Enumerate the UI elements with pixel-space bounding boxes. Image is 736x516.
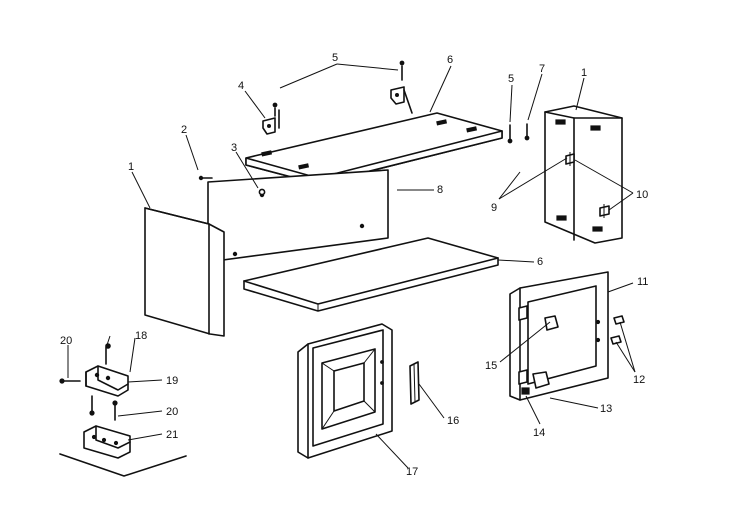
callout-18: 18: [135, 330, 147, 342]
door-pins: [610, 315, 625, 345]
callout-13: 13: [600, 403, 612, 415]
bottom-shelf: [243, 237, 499, 312]
callout-5-right: 5: [508, 73, 514, 85]
callout-21: 21: [166, 429, 178, 441]
pin-and-screw-small: [198, 175, 266, 196]
right-door: [509, 271, 609, 401]
callout-7: 7: [539, 63, 545, 75]
callout-4: 4: [238, 80, 244, 92]
shelf-brackets-top: [262, 60, 413, 135]
right-side-panel: [544, 105, 623, 244]
callout-6-bottom: 6: [537, 256, 543, 268]
right-side-screws: [507, 123, 530, 144]
callout-15: 15: [485, 360, 497, 372]
callout-3: 3: [231, 142, 237, 154]
callout-20-top: 20: [60, 335, 72, 347]
callout-9: 9: [491, 202, 497, 214]
callout-2: 2: [181, 124, 187, 136]
leader-lines: [67, 63, 636, 469]
callout-1-right: 1: [581, 67, 587, 79]
callout-10: 10: [636, 189, 648, 201]
door-hinge: [409, 361, 420, 405]
callout-20-mid: 20: [166, 406, 178, 418]
callout-14: 14: [533, 427, 545, 439]
callout-19: 19: [166, 375, 178, 387]
callout-5-top: 5: [332, 52, 338, 64]
left-side-panel: [144, 207, 225, 337]
callout-1-left: 1: [128, 161, 134, 173]
callout-12: 12: [633, 374, 645, 386]
left-door: [297, 323, 393, 459]
callout-numbers: 1 2 3 4 5 6 8 6 5 7 1 9 10 11 12 13 14 1…: [60, 52, 648, 478]
callout-16: 16: [447, 415, 459, 427]
callout-11: 11: [637, 276, 648, 288]
callout-8: 8: [437, 184, 443, 196]
base-assembly: [59, 343, 187, 477]
back-panel: [207, 169, 389, 263]
callout-6-top: 6: [447, 54, 453, 66]
callout-17: 17: [406, 466, 418, 478]
